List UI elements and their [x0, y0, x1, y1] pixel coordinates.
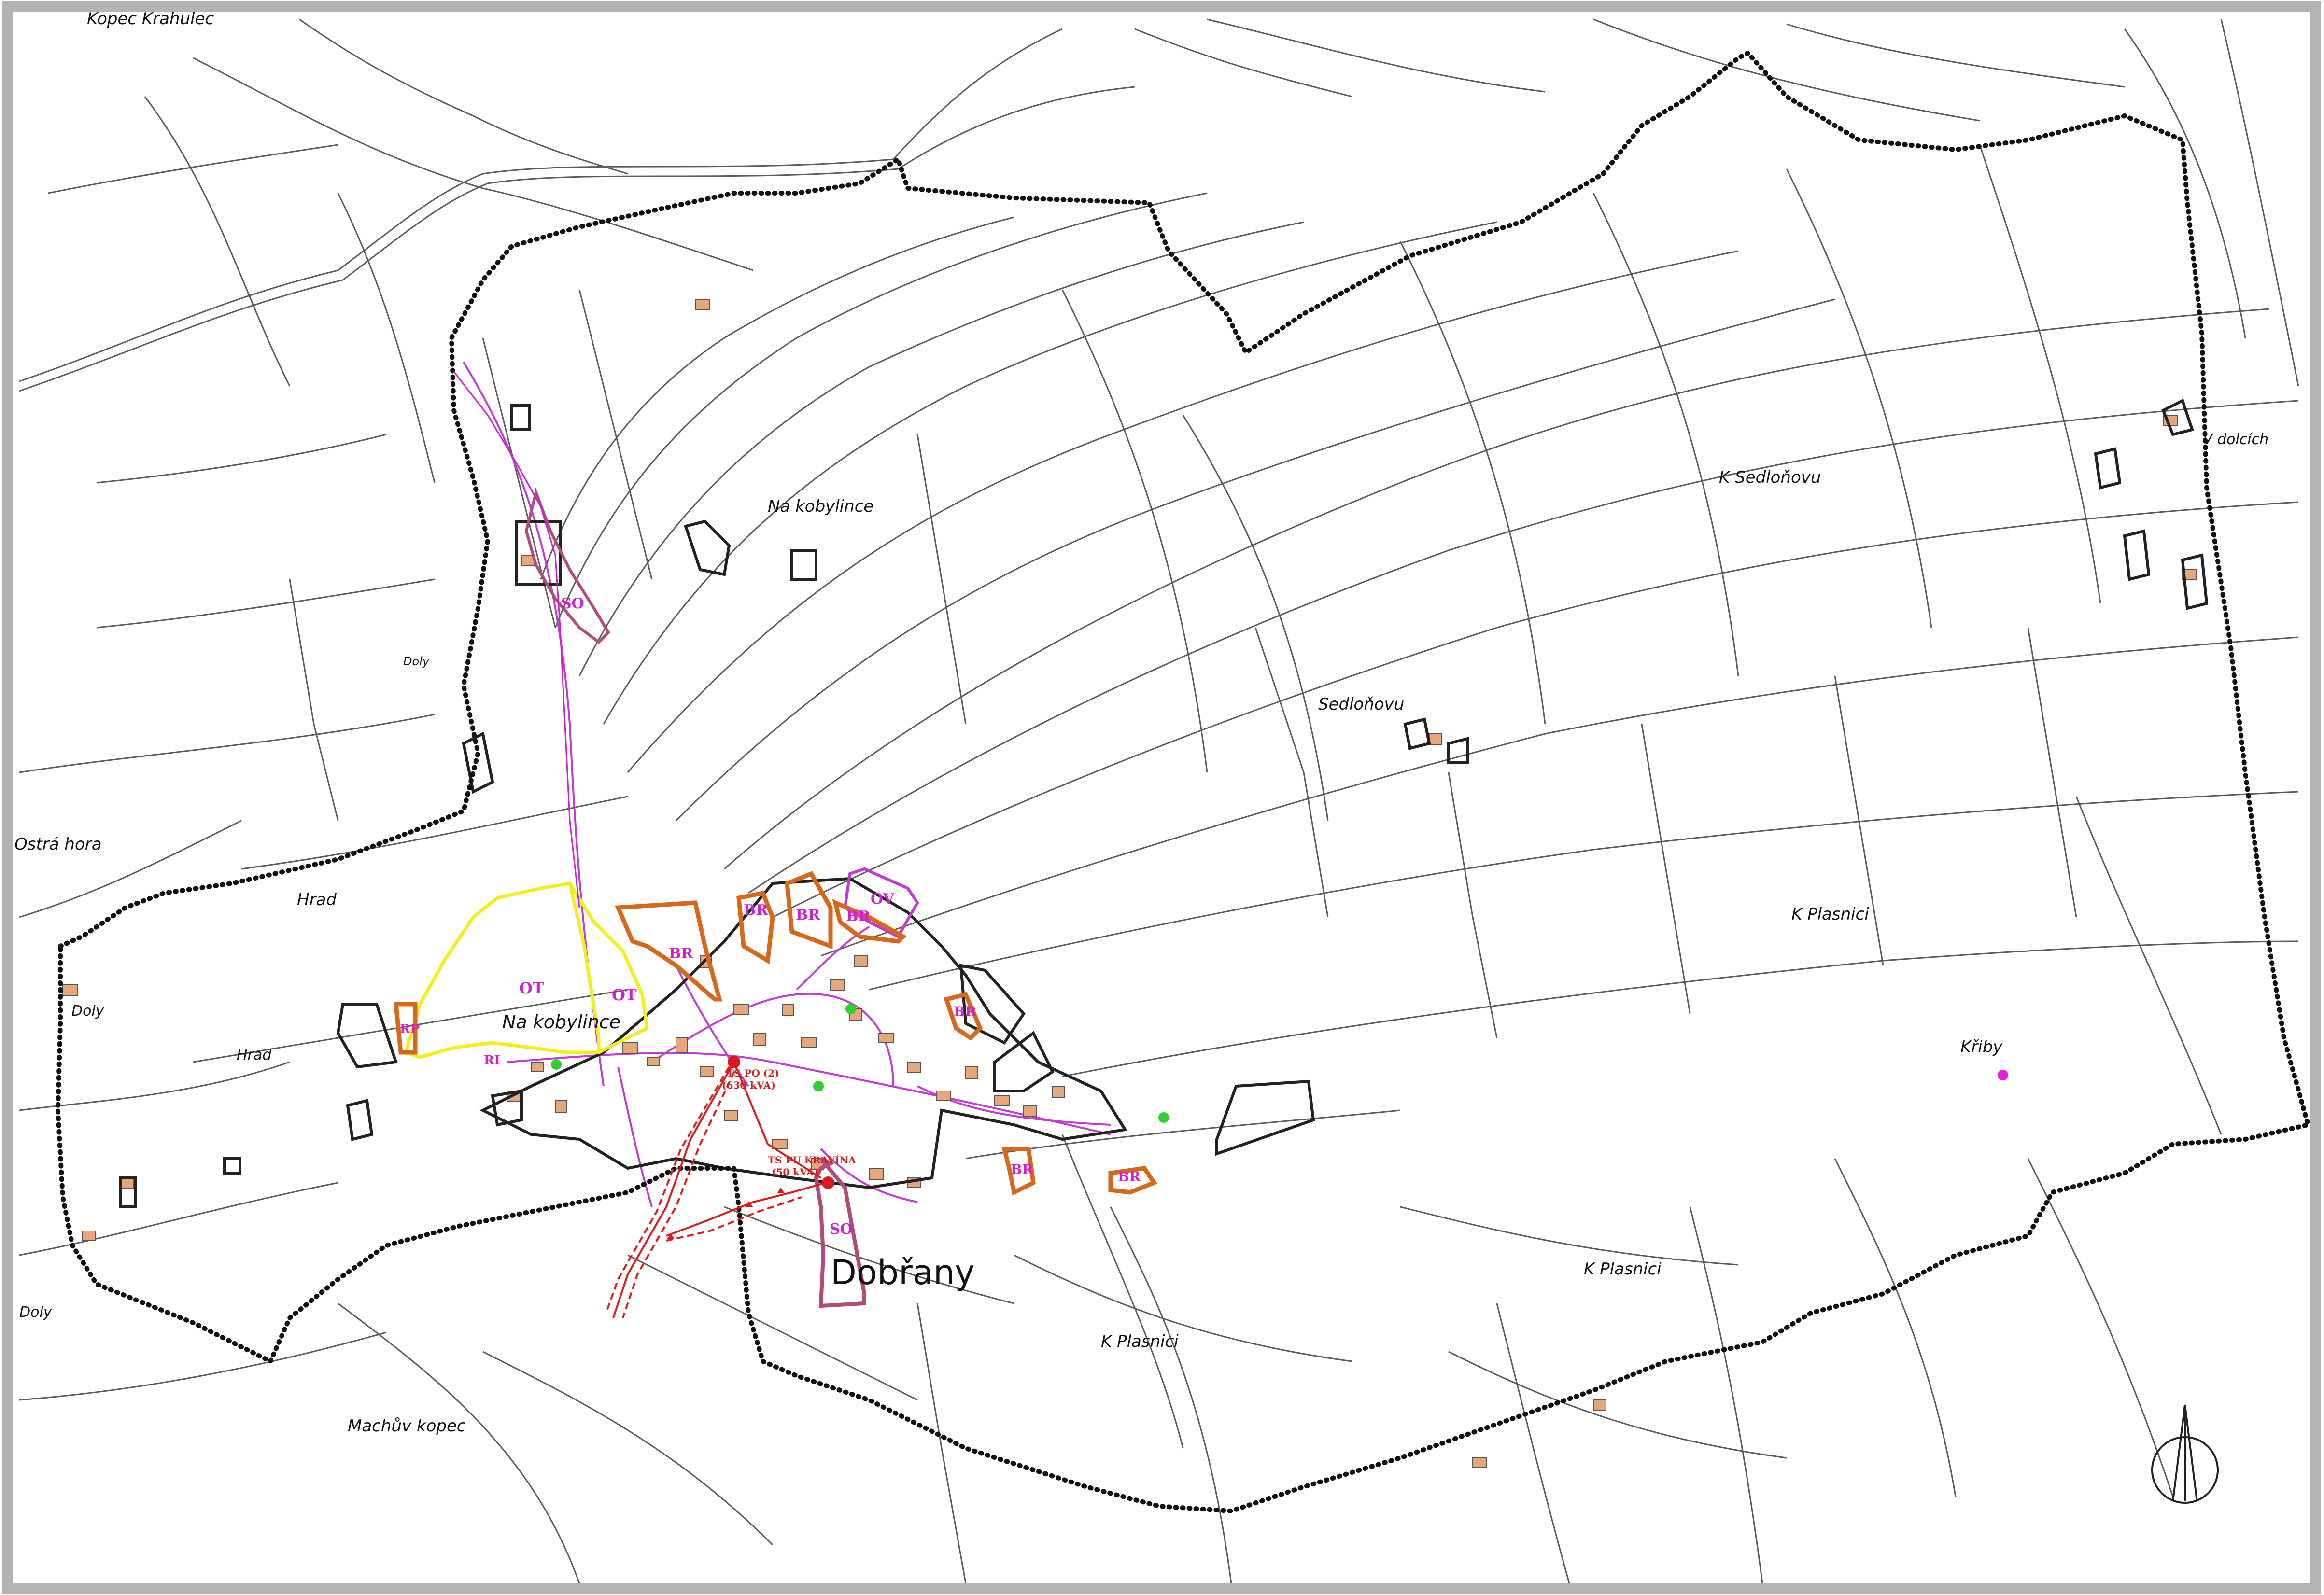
zone-label-br: BR: [744, 902, 768, 919]
br-zones: [394, 871, 1157, 1196]
cadastral-boundary: [55, 50, 2311, 1514]
zone-label-so-lower: SO: [830, 1221, 853, 1238]
place-names: Kopec Krahulec Na kobylince K Sedloňovu …: [14, 9, 2268, 1436]
zone-label-ot-right: OT: [612, 986, 637, 1004]
zone-label-so-upper: SO: [561, 595, 584, 612]
zone-label-br: BR: [1118, 1169, 1141, 1185]
green-point: [813, 1081, 824, 1091]
transformer-labels: TS PO (2) (630 kVA) TS PU KRAVÍNA (50 kV…: [722, 1067, 856, 1178]
village-buildings: [62, 299, 2197, 1468]
zone-label-br: BR: [796, 907, 820, 923]
pylon-point: [745, 1201, 753, 1207]
label-sedlonovu: Sedloňovu: [1318, 695, 1404, 714]
zone-labels: BR BR BR BR BR BR BR SO SO OV OT OT RP R…: [400, 595, 1141, 1238]
label-ostra-hora: Ostrá hora: [14, 835, 102, 854]
label-v-dolcich: V dolcích: [2203, 431, 2268, 448]
label-k-sedlonovu: K Sedloňovu: [1719, 468, 1821, 487]
label-na-kobylince-north: Na kobylince: [768, 497, 873, 516]
so-zone-upper: [524, 487, 610, 644]
magenta-point: [1998, 1070, 2008, 1080]
ts-kravina-rating: (50 kVA): [772, 1166, 818, 1178]
label-hrad-upper: Hrad: [297, 890, 337, 909]
village-roads: [463, 361, 1111, 1207]
label-doly-mid: Doly: [403, 655, 430, 668]
label-na-kobylince-south: Na kobylince: [502, 1011, 620, 1033]
transformer-point: [728, 1056, 740, 1068]
village-core-outline: [479, 877, 1127, 1189]
label-hrad-lower: Hrad: [237, 1047, 272, 1063]
label-kriby: Křiby: [1960, 1037, 2003, 1057]
pylon-point: [777, 1188, 785, 1193]
zone-label-ot-left: OT: [519, 979, 544, 997]
point-markers: [551, 1004, 2008, 1239]
zone-label-br: BR: [1011, 1161, 1034, 1177]
label-machuv-kopec: Machův kopec: [348, 1416, 466, 1436]
zone-label-ri: RI: [484, 1053, 500, 1068]
pylon-point: [667, 1233, 675, 1239]
label-doly-west: Doly: [71, 1003, 105, 1020]
black-bordered-plots: [119, 398, 2209, 1208]
zone-label-br: BR: [669, 945, 693, 962]
so-zone-lower: [814, 1157, 866, 1308]
label-k-plasnici-southeast: K Plasnici: [1584, 1259, 1662, 1279]
label-kopec-krahulec: Kopec Krahulec: [87, 9, 214, 28]
north-arrow-icon: [2151, 1404, 2219, 1504]
label-dobrany: Dobřany: [831, 1253, 975, 1292]
zone-label-br: BR: [846, 908, 871, 925]
parcel-lines: [19, 18, 2299, 1584]
ts-kravina-name: TS PU KRAVÍNA: [768, 1154, 856, 1166]
label-k-plasnici-south: K Plasnici: [1101, 1332, 1179, 1351]
so-zone-upper-outline: [453, 371, 580, 908]
ts-northwest-rating: (630 kVA): [722, 1079, 775, 1091]
ot-zone: [403, 881, 649, 1059]
zone-label-rp: RP: [400, 1022, 420, 1036]
green-point: [551, 1059, 562, 1070]
green-point: [1158, 1112, 1169, 1123]
ts-northwest-name: TS PO (2): [727, 1067, 779, 1079]
power-lines: [605, 1062, 826, 1318]
label-doly-southwest: Doly: [19, 1304, 53, 1321]
zone-label-br: BR: [954, 1004, 977, 1020]
transformer-point: [822, 1176, 834, 1189]
zone-label-ov: OV: [871, 891, 895, 908]
green-point: [845, 1004, 856, 1014]
label-k-plasnici-east: K Plasnici: [1791, 905, 1869, 924]
